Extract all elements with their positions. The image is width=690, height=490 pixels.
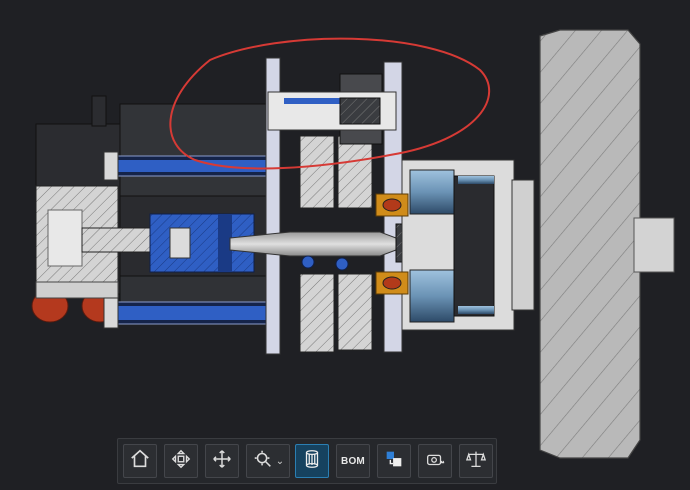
section-cylinder-icon	[301, 448, 323, 475]
home-icon	[129, 448, 151, 475]
bom-label: BOM	[341, 455, 365, 467]
left-bracket	[35, 185, 153, 299]
home-button[interactable]	[123, 444, 157, 478]
tape-measure-icon	[424, 448, 446, 475]
bom-button[interactable]: BOM	[336, 444, 370, 478]
explode-button[interactable]	[164, 444, 198, 478]
zoom-icon	[252, 448, 274, 475]
zoom-dropdown-chevron-icon: ⌄	[275, 455, 285, 467]
gear-stack	[267, 73, 397, 353]
parts-button[interactable]	[377, 444, 411, 478]
output-housing	[401, 159, 515, 331]
viewer-toolbar: ⌄ BOM	[117, 438, 497, 484]
zoom-button[interactable]: ⌄	[246, 444, 290, 478]
markup-annotation	[169, 37, 491, 170]
balance-scale-icon	[465, 448, 487, 475]
tie-rods	[103, 151, 277, 329]
wheel	[511, 29, 675, 459]
balance-button[interactable]	[459, 444, 493, 478]
measure-button[interactable]	[418, 444, 452, 478]
pan-move-icon	[211, 448, 233, 475]
parts-icon	[383, 448, 405, 475]
section-view-button[interactable]	[295, 444, 329, 478]
explode-icon	[170, 448, 192, 475]
bearings	[375, 193, 409, 295]
pan-button[interactable]	[205, 444, 239, 478]
